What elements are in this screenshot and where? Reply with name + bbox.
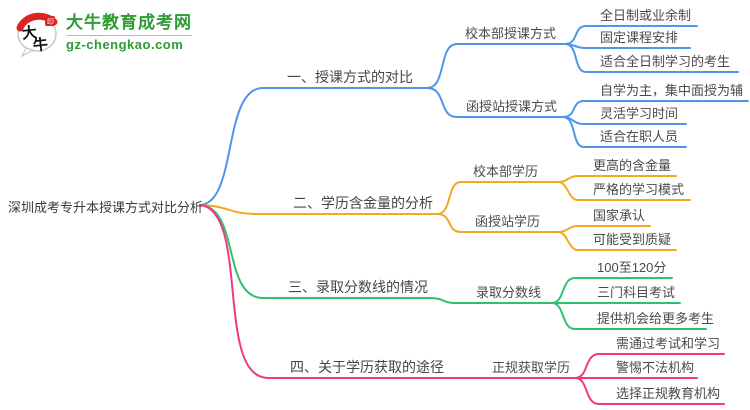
logo-text: 大牛教育成考网 gz-chengkao.com (66, 13, 192, 53)
branch3-child1: 录取分数线 (476, 285, 542, 300)
branch2-lines (199, 175, 691, 251)
branch1-child1: 校本部授课方式 (465, 26, 557, 41)
branch4-lines (199, 204, 725, 405)
branch1-child1-leaf3: 适合全日制学习的考生 (600, 54, 731, 69)
branch4-child1-leaf2: 警惕不法机构 (616, 360, 695, 375)
svg-text:牛: 牛 (32, 35, 49, 54)
branch3-child1-leaf1: 100至120分 (597, 260, 667, 275)
branch3-child1-leaf3: 提供机会给更多考生 (597, 311, 715, 326)
branch3-child1-leaf2: 三门科目考试 (597, 285, 676, 300)
root-node: 深圳成考专升本授课方式对比分析 (8, 200, 204, 215)
branch4-child1-leaf1: 需通过考试和学习 (616, 336, 721, 351)
logo-title: 大牛教育成考网 (66, 13, 192, 36)
branch1-child2-leaf1: 自学为主，集中面授为辅 (600, 83, 744, 98)
branch4-child1: 正规获取学历 (492, 360, 571, 375)
branch1-child1-leaf1: 全日制或业余制 (600, 8, 692, 23)
svg-text:印: 印 (47, 18, 54, 26)
branch2-title: 二、学历含金量的分析 (293, 195, 433, 211)
branch1-child1-leaf2: 固定课程安排 (600, 30, 679, 45)
branch2-child2-leaf2: 可能受到质疑 (593, 232, 672, 247)
branch2-child1-leaf1: 更高的含金量 (593, 158, 672, 173)
branch4-title: 四、关于学历获取的途径 (290, 359, 444, 375)
branch1-title: 一、授课方式的对比 (287, 69, 413, 85)
branch2-child2: 函授站学历 (475, 214, 541, 229)
daniu-bubble-icon: 印 大 牛 (16, 12, 58, 57)
branch3-lines (199, 204, 707, 330)
branch1-child2-leaf2: 灵活学习时间 (600, 106, 679, 121)
logo-domain: gz-chengkao.com (66, 37, 184, 52)
branch4-child1-leaf3: 选择正规教育机构 (616, 386, 721, 401)
branch2-child1: 校本部学历 (473, 164, 539, 179)
branch1-lines (199, 25, 749, 206)
svg-text:大: 大 (21, 23, 38, 42)
branch3-title: 三、录取分数线的情况 (288, 279, 428, 295)
branch2-child2-leaf1: 国家承认 (593, 208, 646, 223)
branch1-child2: 函授站授课方式 (466, 99, 558, 114)
branch2-child1-leaf2: 严格的学习模式 (593, 182, 685, 197)
site-logo: 印 大 牛 大牛教育成考网 gz-chengkao.com (14, 9, 192, 57)
branch1-child2-leaf3: 适合在职人员 (600, 129, 679, 144)
